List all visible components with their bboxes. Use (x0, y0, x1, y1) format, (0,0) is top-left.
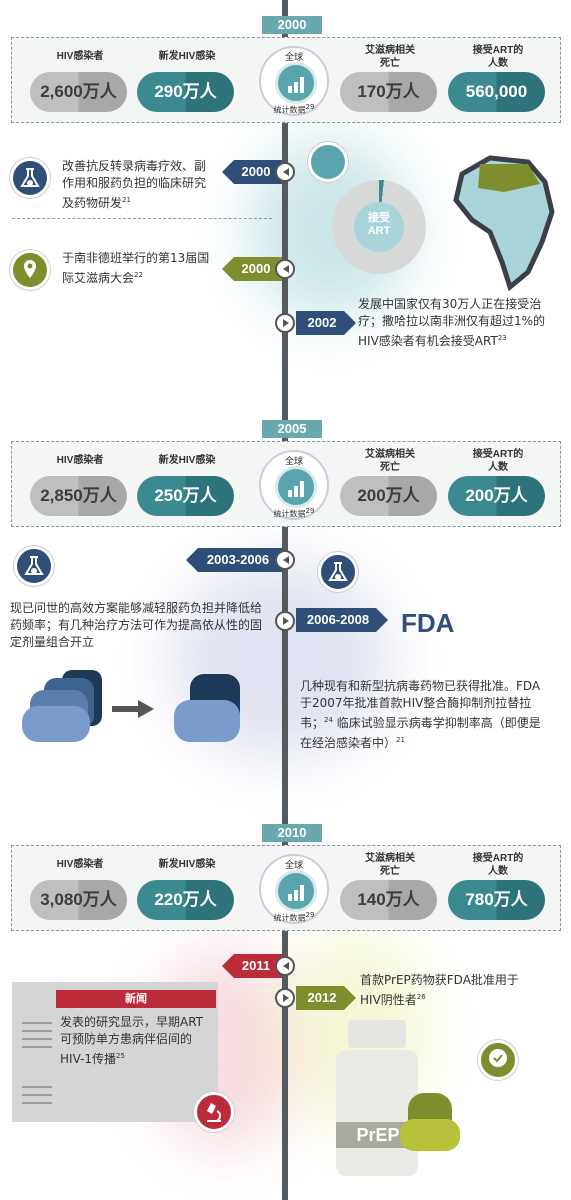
stat-new: 新发HIV感染 220万人 (137, 846, 237, 930)
bar-chart-icon (308, 142, 348, 182)
stat-art: 接受ART的 人数 780万人 (448, 846, 548, 930)
globe-label-bottom: 统计数据29 (273, 103, 315, 115)
stat-label-new: 新发HIV感染 (158, 859, 216, 870)
stat-label-deaths: 艾滋病相关 死亡 (365, 45, 415, 69)
globe-label-top: 全球 (284, 457, 303, 467)
year-tag-2000: 2000 (262, 16, 322, 34)
timeline-axis (282, 0, 288, 1200)
stat-art: 接受ART的 人数 200万人 (448, 442, 548, 526)
stat-value-hiv: 2,850万人 (30, 476, 127, 516)
approval-badge-icon (478, 1040, 518, 1080)
bar-chart-icon (275, 62, 317, 104)
pill-consolidation-graphic (22, 670, 240, 742)
flask-icon (318, 552, 358, 592)
globe-label-bottom: 统计数据29 (273, 911, 315, 923)
location-pin-icon (10, 250, 50, 290)
date-tag-2012: 2012 (296, 986, 356, 1010)
stat-label-deaths: 艾滋病相关 死亡 (365, 853, 415, 877)
bar-chart-icon (275, 870, 317, 912)
stat-deaths: 艾滋病相关 死亡 140万人 (340, 846, 440, 930)
event-text-2003-2006: 现已问世的高效方案能够减轻服药负担并降低给药频率；有几种治疗方法可作为提高依从性… (10, 601, 263, 649)
stat-value-art: 560,000 (448, 72, 545, 112)
event-text-2000-research: 改善抗反转录病毒疗效、副作用和服药负担的临床研究及药物研发21 (62, 159, 207, 210)
africa-map-icon (453, 155, 555, 292)
stat-value-deaths: 140万人 (340, 880, 437, 920)
stats-box-2000: HIV感染者 2,600万人 新发HIV感染 290万人 全球 统计数据29 艾… (11, 37, 561, 123)
date-tag-2000-conference: 2000 (222, 257, 282, 281)
stat-value-deaths: 170万人 (340, 72, 437, 112)
timeline-node (275, 956, 295, 976)
microscope-icon (194, 1092, 234, 1132)
global-stats-badge: 全球 统计数据29 (259, 46, 329, 116)
timeline-node (275, 162, 295, 182)
timeline-node (275, 550, 295, 570)
news-title: 新闻 (56, 990, 216, 1008)
global-stats-badge: 全球 统计数据29 (259, 450, 329, 520)
stat-label-art: 接受ART的 人数 (472, 45, 524, 69)
stat-deaths: 艾滋病相关 死亡 200万人 (340, 442, 440, 526)
stat-label-art: 接受ART的 人数 (472, 853, 524, 877)
timeline-node (275, 988, 295, 1008)
date-tag-2006-2008: 2006-2008 (296, 608, 388, 632)
divider (12, 218, 272, 219)
event-text-2006-2008: 几种现有和新型抗病毒药物已获得批准。FDA于2007年批准首款HIV整合酶抑制剂… (300, 679, 541, 750)
global-stats-badge: 全球 统计数据29 (259, 854, 329, 924)
donut-label: 接受 ART (367, 212, 391, 237)
stat-value-deaths: 200万人 (340, 476, 437, 516)
year-tag-2010: 2010 (262, 824, 322, 842)
date-tag-2011: 2011 (222, 954, 282, 978)
stat-new: 新发HIV感染 290万人 (137, 38, 237, 122)
date-tag-2003-2006: 2003-2006 (186, 548, 282, 572)
stat-label-deaths: 艾滋病相关 死亡 (365, 449, 415, 473)
year-tag-2005: 2005 (262, 420, 322, 438)
stat-value-art: 200万人 (448, 476, 545, 516)
stat-label-new: 新发HIV感染 (158, 51, 216, 62)
stat-value-new: 220万人 (137, 880, 234, 920)
newspaper-graphic: 新闻 发表的研究显示，早期ART可预防单方患病伴侣间的HIV-1传播25 (12, 982, 218, 1122)
stat-value-new: 250万人 (137, 476, 234, 516)
globe-label-top: 全球 (284, 861, 303, 871)
stat-label-new: 新发HIV感染 (158, 455, 216, 466)
globe-label-top: 全球 (284, 53, 303, 63)
stat-value-hiv: 2,600万人 (30, 72, 127, 112)
stat-deaths: 艾滋病相关 死亡 170万人 (340, 38, 440, 122)
stats-box-2010: HIV感染者 3,080万人 新发HIV感染 220万人 全球 统计数据29 艾… (11, 845, 561, 931)
stat-art: 接受ART的 人数 560,000 (448, 38, 548, 122)
stat-hiv: HIV感染者 2,850万人 (30, 442, 130, 526)
pill-icon (400, 1093, 460, 1151)
stat-hiv: HIV感染者 2,600万人 (30, 38, 130, 122)
flask-icon (10, 158, 50, 198)
stat-value-hiv: 3,080万人 (30, 880, 127, 920)
bar-chart-icon (275, 466, 317, 508)
event-text-2012: 首款PrEP药物获FDA批准用于HIV阴性者26 (360, 973, 519, 1007)
event-text-2000-conference: 于南非德班举行的第13届国际艾滋病大会22 (62, 251, 210, 285)
flask-icon (14, 546, 54, 586)
event-text-2002: 发展中国家仅有30万人正在接受治疗；撒哈拉以南非洲仅有超过1%的HIV感染者有机… (358, 297, 546, 348)
timeline-node (275, 313, 295, 333)
stat-label-art: 接受ART的 人数 (472, 449, 524, 473)
stat-label-hiv: HIV感染者 (56, 51, 104, 62)
stat-value-art: 780万人 (448, 880, 545, 920)
stat-label-hiv: HIV感染者 (56, 455, 104, 466)
stat-label-hiv: HIV感染者 (56, 859, 104, 870)
globe-label-bottom: 统计数据29 (273, 507, 315, 519)
fda-label: FDA (401, 608, 455, 638)
stat-hiv: HIV感染者 3,080万人 (30, 846, 130, 930)
timeline-node (275, 259, 295, 279)
date-tag-2002: 2002 (296, 311, 356, 335)
stat-value-new: 290万人 (137, 72, 234, 112)
stats-box-2005: HIV感染者 2,850万人 新发HIV感染 250万人 全球 统计数据29 艾… (11, 441, 561, 527)
date-tag-2000-research: 2000 (222, 160, 282, 184)
event-text-2011: 发表的研究显示，早期ART可预防单方患病伴侣间的HIV-1传播25 (60, 1015, 204, 1066)
timeline-node (275, 611, 295, 631)
art-coverage-donut: 接受 ART (332, 180, 426, 274)
stat-new: 新发HIV感染 250万人 (137, 442, 237, 526)
